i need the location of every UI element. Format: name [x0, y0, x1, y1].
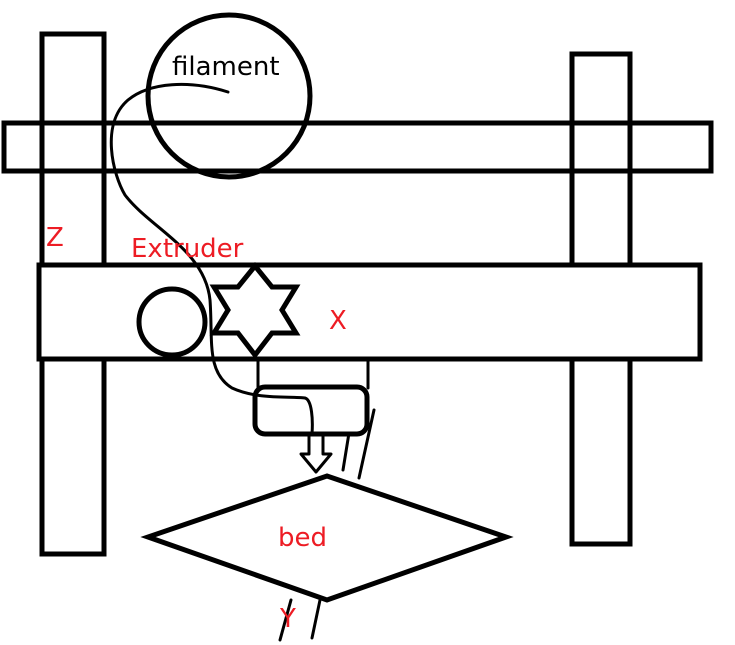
pulley	[136, 286, 208, 358]
nozzle-arrow	[299, 432, 333, 474]
y-rail-right	[357, 408, 376, 480]
y-rail-left	[341, 431, 351, 472]
extruder-label: Extruder	[131, 234, 244, 264]
top-beam-outline	[1, 120, 714, 174]
y-rail-lower-right	[310, 598, 322, 640]
y-rail-lower-left	[278, 598, 293, 642]
filament-spool	[145, 12, 313, 180]
z-axis-label: Z	[46, 223, 64, 253]
bed-label: bed	[278, 523, 327, 553]
y-axis-label: Y	[279, 604, 296, 634]
filament-path	[109, 83, 314, 436]
print-bed	[140, 473, 514, 603]
star-gear	[209, 262, 301, 360]
x-axis-label: X	[329, 306, 347, 336]
filament-label: filament	[172, 52, 280, 82]
